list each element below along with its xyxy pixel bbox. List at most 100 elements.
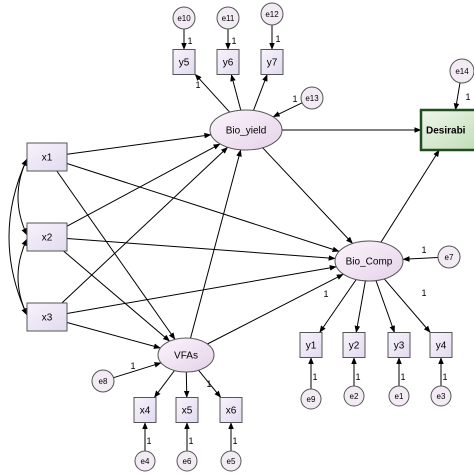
node-label-x4: x4 [140, 406, 151, 417]
path-x2-to-bio_comp [66, 238, 336, 261]
path-x1-to-bio_comp [66, 163, 340, 253]
node-label-y5: y5 [179, 58, 190, 69]
node-label-y4: y4 [436, 341, 447, 352]
path-bio_comp-to-y4 [383, 278, 431, 333]
error-label-e10: e10 [177, 14, 191, 23]
error-label-e6: e6 [183, 457, 192, 466]
error-label-e9: e9 [307, 395, 316, 404]
path-e13-to-bio_yield [272, 102, 303, 118]
path-weight-label: 1 [231, 36, 236, 46]
path-x1-to-vfas [56, 170, 176, 340]
error-label-e3: e3 [437, 392, 446, 401]
path-vfas-to-x6 [198, 369, 222, 398]
observed-variable-y7[interactable] [260, 49, 284, 75]
covariance-x1-x3 [8, 158, 28, 316]
observed-variable-y2[interactable] [342, 332, 366, 358]
node-label-x5: x5 [182, 406, 193, 417]
error-term-e4[interactable] [134, 450, 156, 472]
error-term-e12[interactable] [260, 2, 284, 26]
error-label-e8: e8 [99, 377, 108, 386]
error-label-e2: e2 [350, 392, 359, 401]
path-weight-label: 1 [206, 379, 211, 389]
observed-variable-x3[interactable] [26, 302, 68, 332]
observed-variable-x4[interactable] [133, 397, 157, 423]
path-weight-label: 1 [188, 436, 193, 446]
error-term-e7[interactable] [437, 245, 461, 269]
path-x3-to-bio_comp [66, 265, 337, 314]
error-term-e14[interactable] [449, 58, 474, 84]
latent-variable-bio-comp[interactable] [334, 240, 404, 282]
path-bio_yield-to-bio_comp [262, 147, 353, 244]
path-weight-label: 1 [232, 436, 237, 446]
observed-variable-y3[interactable] [387, 332, 411, 358]
error-label-e11: e11 [222, 14, 235, 23]
path-bio_comp-to-y1 [319, 279, 357, 333]
path-x3-to-bio_yield [61, 146, 229, 304]
path-weight-label: 1 [421, 245, 426, 255]
error-label-e12: e12 [265, 10, 279, 19]
error-term-e1[interactable] [388, 385, 410, 407]
error-label-e13: e13 [305, 94, 319, 103]
path-x1-to-bio_yield [66, 132, 212, 155]
path-e7-to-bio_comp [402, 256, 439, 262]
error-term-e11[interactable] [216, 6, 240, 30]
node-label-x6: x6 [226, 406, 237, 417]
path-bio_comp-to-y2 [354, 280, 366, 333]
error-term-e10[interactable] [172, 6, 196, 30]
path-x3-to-vfas [66, 322, 161, 349]
path-vfas-to-bio_comp [207, 273, 344, 345]
error-label-e7: e7 [445, 253, 454, 262]
path-weight-label: 1 [130, 361, 135, 371]
path-weight-label: 1 [421, 288, 426, 298]
node-label-desirab: Desirabi [426, 126, 466, 137]
error-label-e4: e4 [141, 457, 150, 466]
node-label-bio-comp: Bio_Comp [346, 257, 393, 268]
node-label-x3: x3 [42, 313, 53, 324]
path-weight-label: 1 [195, 80, 200, 90]
observed-variable-y5[interactable] [172, 49, 196, 75]
outcome-variable-desirability[interactable] [419, 108, 474, 152]
node-label-y7: y7 [267, 58, 278, 69]
path-weight-label: 1 [323, 289, 328, 299]
observed-variable-x2[interactable] [26, 222, 68, 252]
latent-variable-vfas[interactable] [157, 337, 215, 373]
error-term-e5[interactable] [220, 450, 242, 472]
node-label-y2: y2 [349, 341, 360, 352]
error-term-e9[interactable] [300, 388, 322, 410]
observed-variable-x1[interactable] [26, 142, 68, 172]
node-label-x2: x2 [42, 233, 53, 244]
path-vfas-to-x4 [153, 370, 175, 398]
error-label-e5: e5 [227, 457, 236, 466]
path-x2-to-vfas [63, 250, 171, 342]
observed-variable-y6[interactable] [216, 49, 240, 75]
error-term-e2[interactable] [343, 385, 365, 407]
error-term-e6[interactable] [176, 450, 198, 472]
node-label-vfas: VFAs [174, 351, 198, 362]
path-weight-label: 1 [400, 372, 405, 382]
latent-variable-bio-yield[interactable] [209, 109, 283, 151]
node-label-y3: y3 [394, 341, 405, 352]
error-label-e14: e14 [455, 67, 469, 76]
path-weight-label: 1 [465, 92, 470, 102]
error-term-e3[interactable] [430, 385, 452, 407]
observed-variable-x5[interactable] [175, 397, 199, 423]
node-label-y6: y6 [223, 58, 234, 69]
observed-variable-y4[interactable] [429, 332, 453, 358]
error-term-e13[interactable] [300, 86, 324, 110]
error-term-e8[interactable] [91, 369, 115, 393]
path-weight-label: 1 [146, 436, 151, 446]
observed-variable-y1[interactable] [299, 332, 323, 358]
path-vfas-to-x5 [183, 371, 190, 398]
path-bio_yield-to-y6 [230, 74, 242, 111]
path-e14-to-desirab [453, 82, 461, 111]
path-weight-label: 1 [442, 372, 447, 382]
path-bio_yield-to-y5 [194, 73, 231, 113]
path-bio_comp-to-y3 [375, 280, 395, 333]
path-weight-label: 1 [292, 94, 297, 104]
path-weight-label: 1 [187, 36, 192, 46]
observed-variable-x6[interactable] [219, 397, 243, 423]
node-label-bio-yield: Bio_yield [226, 126, 267, 137]
error-label-e1: e1 [395, 392, 404, 401]
node-label-x1: x1 [42, 153, 53, 164]
